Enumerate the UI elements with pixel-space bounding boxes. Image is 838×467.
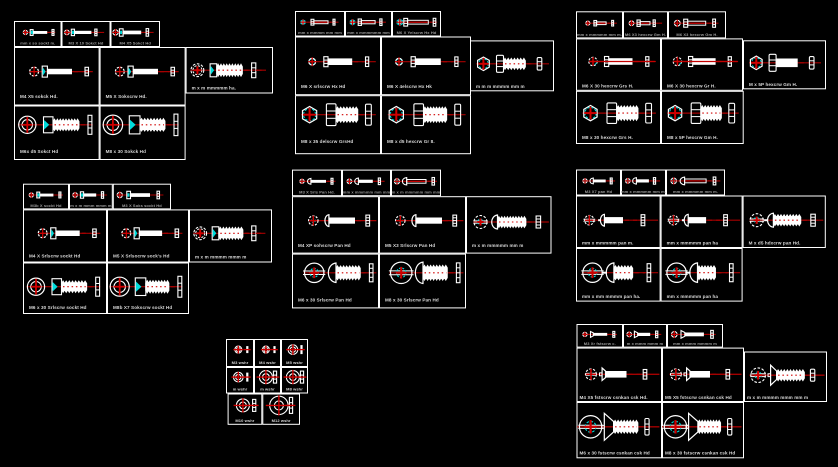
svg-text:m x m mmmmm mm m: m x m mmmmm mm m (472, 243, 523, 248)
svg-text:mm x mmmmm pan ha: mm x mmmmm pan ha (667, 241, 719, 246)
svg-text:M8 x 35 delscrw GrsHd: M8 x 35 delscrw GrsHd (301, 139, 353, 144)
svg-text:mm x mmmmm mm m.: mm x mmmmm mm m. (621, 189, 666, 194)
svg-text:M6 X srlscrw Hx Hd: M6 X srlscrw Hx Hd (301, 84, 346, 89)
svg-text:M5 wshr: M5 wshr (286, 360, 303, 365)
svg-text:m x m mmmm mmm m: m x m mmmm mmm m (195, 255, 246, 260)
svg-text:M6 X 4elscrw Hx Hk: M6 X 4elscrw Hx Hk (387, 84, 432, 89)
svg-text:M6 x 30 fstscrw csnkan csk Hd: M6 x 30 fstscrw csnkan csk Hd (580, 450, 650, 455)
svg-text:M6 X 30 hexcrw Gr H.: M6 X 30 hexcrw Gr H. (667, 83, 716, 88)
svg-text:m wshr: m wshr (233, 387, 248, 392)
svg-text:M8 x 30 fstscrw csnkan csk Hd: M8 x 30 fstscrw csnkan csk Hd (665, 450, 735, 455)
svg-text:M3 wshr: M3 wshr (232, 360, 249, 365)
svg-text:M x d5 hdxcrw pan Hd.: M x d5 hdxcrw pan Hd. (749, 241, 801, 246)
svg-text:M4 XP sohscrw Pan Hd: M4 XP sohscrw Pan Hd (298, 243, 351, 248)
svg-text:m x m mmmm mmm mm m: m x m mmmm mmm mm m (747, 395, 808, 400)
svg-text:mm x mm mmmm pan ha.: mm x mm mmmm pan ha. (582, 294, 640, 299)
svg-text:M6 X3 hexcrw Gm H.: M6 X3 hexcrw Gm H. (625, 32, 666, 37)
svg-text:mm x mmmmm pan ha: mm x mmmmm pan ha (667, 294, 719, 299)
svg-text:mm x mmmmm mm mm: mm x mmmmm mm mm (343, 190, 391, 195)
svg-text:M3 X Soks sockt Hd: M3 X Soks sockt Hd (122, 203, 162, 208)
svg-text:M3 X Srls Pan Hd.: M3 X Srls Pan Hd. (299, 190, 335, 195)
svg-text:mm x so sockt m.: mm x so sockt m. (20, 41, 55, 46)
svg-text:M5 X Sokscrw Hd.: M5 X Sokscrw Hd. (106, 94, 147, 99)
svg-text:M3 X 10 Sokct Hd: M3 X 10 Sokct Hd (69, 41, 104, 46)
svg-text:M8 x 5P hexcrw Gm H.: M8 x 5P hexcrw Gm H. (667, 135, 718, 140)
svg-text:m m m mmmm mm m: m m m mmmm mm m (476, 84, 525, 89)
svg-text:M3b X sockt Hd: M3b X sockt Hd (30, 203, 62, 208)
svg-text:M6 x 30 Srlscrw Pan Hd: M6 x 30 Srlscrw Pan Hd (298, 297, 352, 302)
svg-text:M8 wshr: M8 wshr (286, 387, 303, 392)
svg-text:mm x mmmmm mm m.: mm x mmmmm mm m. (673, 189, 718, 194)
svg-text:M10 wshr: M10 wshr (235, 418, 254, 423)
svg-text:M4 X5 Sokct Hd: M4 X5 Sokct Hd (119, 41, 151, 46)
svg-text:M5 X5 fstscrw csnkan csk Hd: M5 X5 fstscrw csnkan csk Hd (665, 395, 732, 400)
svg-text:M6x d5 Sokct Hd: M6x d5 Sokct Hd (20, 149, 58, 154)
svg-text:M4 X5 sokck Hd.: M4 X5 sokck Hd. (20, 94, 58, 99)
svg-text:mm x mmmm mm mm: mm x mmmm mm mm (298, 30, 342, 35)
svg-text:M8 x 30 hexcrw Grs H.: M8 x 30 hexcrw Grs H. (582, 135, 633, 140)
svg-text:m wshr: m wshr (260, 387, 275, 392)
svg-text:m x mmm mmm m: m x mmm mmm m (627, 341, 664, 346)
svg-text:M x 5P hexcrw Gm H.: M x 5P hexcrw Gm H. (749, 82, 797, 87)
svg-text:M3 Xr fstscrw c.: M3 Xr fstscrw c. (584, 341, 616, 346)
svg-text:M6 X 30 hexcrw Grs H.: M6 X 30 hexcrw Grs H. (582, 83, 633, 88)
svg-text:M6 x 30 Srlscrw sockt Hd: M6 x 30 Srlscrw sockt Hd (29, 305, 87, 310)
svg-text:M8 x 30 Sokck Hd: M8 x 30 Sokck Hd (106, 149, 147, 154)
svg-text:mm x mmmmmm mm: mm x mmmmmm mm (347, 30, 390, 35)
svg-text:M4 X Srlscrw sockt Hd: M4 X Srlscrw sockt Hd (29, 254, 80, 259)
svg-text:M5 X3 Srlscrw Pan Hd: M5 X3 Srlscrw Pan Hd (385, 243, 435, 248)
svg-text:mm x mmmmm mm m.: mm x mmmmm mm m. (577, 32, 622, 37)
svg-text:M8 x d5 hexcrw Gr 8.: M8 x d5 hexcrw Gr 8. (387, 139, 435, 144)
svg-text:M4 wshr: M4 wshr (259, 360, 276, 365)
svg-text:M6 X3 hexcrw Gm H.: M6 X3 hexcrw Gm H. (676, 32, 717, 37)
svg-text:M5 X Srlsocrw sock's Hd: M5 X Srlsocrw sock's Hd (113, 254, 170, 259)
svg-text:M12 wshr: M12 wshr (272, 418, 291, 423)
svg-text:mm x mmmmm pan m.: mm x mmmmm pan m. (582, 241, 633, 246)
svg-text:M8b X7 Sokscrw sockt Hd: M8b X7 Sokscrw sockt Hd (113, 305, 172, 310)
svg-text:M3 X7 pan Hd: M3 X7 pan Hd (585, 189, 613, 194)
svg-text:M8 x 30 Srlscrw Pan Hd: M8 x 30 Srlscrw Pan Hd (385, 297, 439, 302)
svg-text:mm x mmm mmmm m: mm x mmm mmmm m (673, 341, 717, 346)
svg-text:m x m mmm mmm m: m x m mmm mmm m (70, 203, 112, 208)
svg-text:M6 X Yelscrw Hx Hd: M6 X Yelscrw Hx Hd (397, 30, 437, 35)
svg-text:m x m mmmmm mm mm: m x m mmmmm mm mm (392, 190, 441, 195)
svg-text:m x m mmmmm ha.: m x m mmmmm ha. (192, 86, 236, 91)
svg-text:M4 X5 fstscrw csnkan csk Hd.: M4 X5 fstscrw csnkan csk Hd. (580, 395, 648, 400)
